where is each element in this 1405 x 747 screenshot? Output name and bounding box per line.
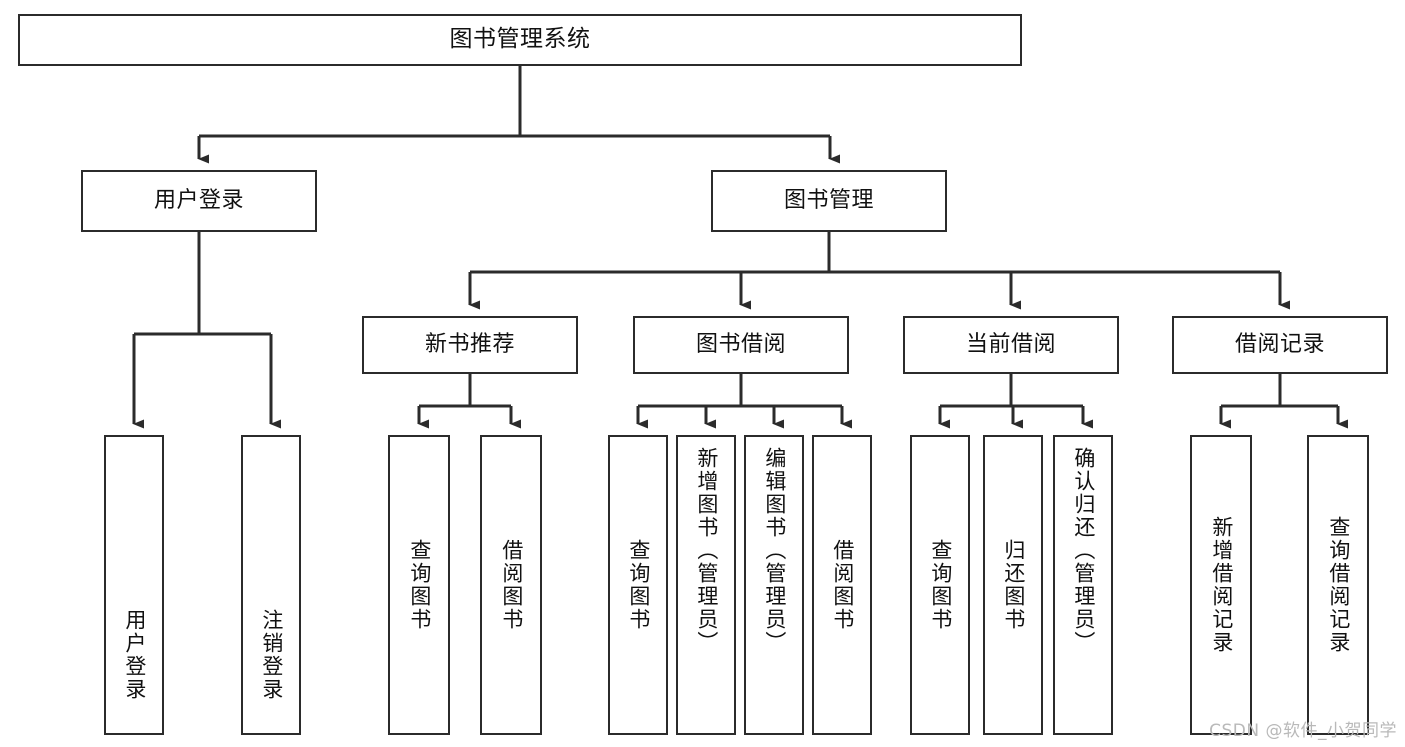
node-book-borrow[interactable]: 图书借阅 — [633, 316, 849, 374]
node-leaf-borrow-add-label: 新增图书（管理员） — [694, 447, 719, 654]
node-leaf-user-logout-label: 注销登录 — [259, 609, 284, 701]
node-leaf-borrow-query[interactable]: 查询图书 — [608, 435, 668, 735]
node-leaf-borrow-edit[interactable]: 编辑图书（管理员） — [744, 435, 804, 735]
node-leaf-rec-borrow-label: 借阅图书 — [499, 539, 524, 631]
node-leaf-borrow-do[interactable]: 借阅图书 — [812, 435, 872, 735]
node-leaf-rec-search-label: 查询借阅记录 — [1326, 516, 1351, 654]
node-borrow-record-label: 借阅记录 — [1234, 331, 1325, 357]
node-leaf-rec-query-label: 查询图书 — [407, 539, 432, 631]
node-book-borrow-label: 图书借阅 — [695, 331, 786, 357]
node-new-book-rec[interactable]: 新书推荐 — [362, 316, 578, 374]
node-root-label: 图书管理系统 — [449, 26, 591, 53]
node-leaf-borrow-do-label: 借阅图书 — [830, 539, 855, 631]
node-leaf-cur-query-label: 查询图书 — [928, 539, 953, 631]
node-leaf-user-login[interactable]: 用户登录 — [104, 435, 164, 735]
watermark-text: CSDN @软件_小贺同学 — [1209, 721, 1397, 741]
node-leaf-rec-borrow[interactable]: 借阅图书 — [480, 435, 542, 735]
node-new-book-rec-label: 新书推荐 — [424, 331, 515, 357]
node-leaf-cur-return-label: 归还图书 — [1001, 539, 1026, 631]
node-leaf-rec-query[interactable]: 查询图书 — [388, 435, 450, 735]
node-root[interactable]: 图书管理系统 — [18, 14, 1022, 66]
node-leaf-cur-confirm[interactable]: 确认归还（管理员） — [1053, 435, 1113, 735]
node-leaf-borrow-query-label: 查询图书 — [626, 539, 651, 631]
node-borrow-record[interactable]: 借阅记录 — [1172, 316, 1388, 374]
node-leaf-user-logout[interactable]: 注销登录 — [241, 435, 301, 735]
node-leaf-borrow-edit-label: 编辑图书（管理员） — [762, 447, 787, 654]
node-leaf-rec-search[interactable]: 查询借阅记录 — [1307, 435, 1369, 735]
node-user-login-label: 用户登录 — [153, 187, 244, 213]
node-leaf-rec-add[interactable]: 新增借阅记录 — [1190, 435, 1252, 735]
node-book-manage-label: 图书管理 — [783, 187, 874, 213]
node-user-login[interactable]: 用户登录 — [81, 170, 317, 232]
node-leaf-rec-add-label: 新增借阅记录 — [1209, 516, 1234, 654]
node-leaf-cur-query[interactable]: 查询图书 — [910, 435, 970, 735]
node-leaf-borrow-add[interactable]: 新增图书（管理员） — [676, 435, 736, 735]
node-book-manage[interactable]: 图书管理 — [711, 170, 947, 232]
node-leaf-cur-confirm-label: 确认归还（管理员） — [1071, 447, 1096, 654]
node-leaf-user-login-label: 用户登录 — [122, 609, 147, 701]
node-current-borrow-label: 当前借阅 — [965, 331, 1056, 357]
node-leaf-cur-return[interactable]: 归还图书 — [983, 435, 1043, 735]
node-current-borrow[interactable]: 当前借阅 — [903, 316, 1119, 374]
